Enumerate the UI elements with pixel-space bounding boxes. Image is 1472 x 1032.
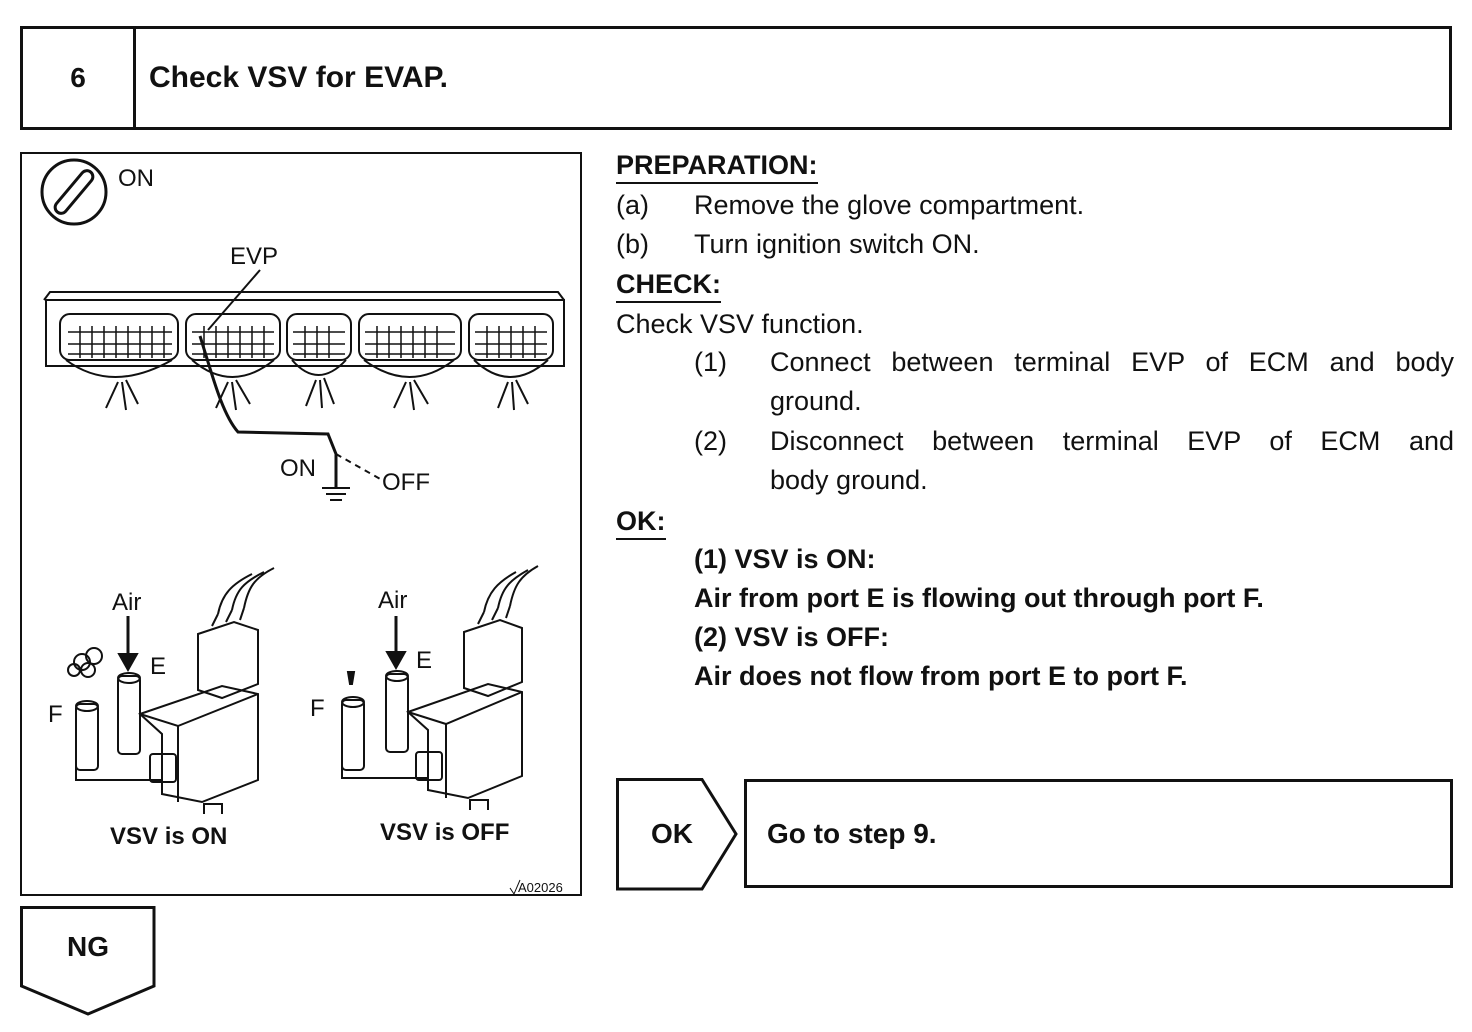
- check-heading: CHECK:: [616, 267, 721, 303]
- check-intro: Check VSV function.: [616, 309, 864, 339]
- prep-text-a: Remove the glove compartment.: [694, 190, 1085, 220]
- check-text-2-line1: Disconnect between terminal EVP of ECM a…: [770, 426, 1454, 456]
- switch-off-label: OFF: [382, 469, 430, 496]
- air-label-off: Air: [378, 587, 407, 614]
- figure-id: A02026: [518, 880, 563, 895]
- vsv-valve-icon: Air E F: [310, 565, 539, 810]
- ecm-connector-icon: [43, 291, 565, 411]
- ok-line-2: Air from port E is flowing out through p…: [694, 583, 1264, 613]
- caption-vsv-off: VSV is OFF: [380, 819, 509, 846]
- caption-vsv-on: VSV is ON: [110, 823, 227, 850]
- port-e-label-on: E: [150, 653, 166, 680]
- ok-line-3: (2) VSV is OFF:: [694, 622, 890, 652]
- air-arrow-icon: [117, 616, 139, 673]
- check-marker-2: (2): [694, 426, 727, 456]
- ok-heading: OK:: [616, 504, 666, 540]
- terminal-label: EVP: [230, 243, 278, 270]
- ok-result-label: OK: [651, 818, 693, 849]
- vsv-valve-icon: Air E F: [48, 567, 275, 814]
- prep-text-b: Turn ignition switch ON.: [694, 229, 980, 259]
- ok-result-action: Go to step 9.: [744, 779, 1453, 888]
- ng-result-label: NG: [67, 931, 109, 962]
- ok-line-1: (1) VSV is ON:: [694, 544, 876, 574]
- port-e-label-off: E: [416, 647, 432, 674]
- ng-arrow-shape: [20, 906, 156, 1016]
- check-text-1-line1: Connect between terminal EVP of ECM and …: [770, 347, 1454, 377]
- illustration: ON EVP: [40, 158, 565, 896]
- air-label-on: Air: [112, 589, 141, 616]
- check-text-1-line2: ground.: [770, 386, 862, 416]
- illustration-panel: ON EVP: [20, 152, 582, 896]
- check-marker-1: (1): [694, 347, 727, 377]
- preparation-heading: PREPARATION:: [616, 148, 818, 184]
- air-arrow-icon: [385, 616, 407, 671]
- step-title: Check VSV for EVAP.: [149, 61, 449, 94]
- ok-arrow-shape: [616, 778, 738, 891]
- prep-marker-b: (b): [616, 229, 649, 259]
- ok-line-4: Air does not flow from port E to port F.: [694, 661, 1188, 691]
- ignition-state-label: ON: [118, 165, 154, 192]
- step-number: 6: [23, 29, 136, 127]
- check-text-2-line2: body ground.: [770, 465, 928, 495]
- port-f-label-off: F: [310, 695, 325, 722]
- switch-on-label: ON: [280, 455, 316, 482]
- ignition-key-icon: [40, 158, 108, 226]
- port-f-label-on: F: [48, 701, 63, 728]
- ground-icon: [322, 487, 350, 501]
- prep-marker-a: (a): [616, 190, 649, 220]
- step-header: 6 Check VSV for EVAP.: [20, 26, 1452, 130]
